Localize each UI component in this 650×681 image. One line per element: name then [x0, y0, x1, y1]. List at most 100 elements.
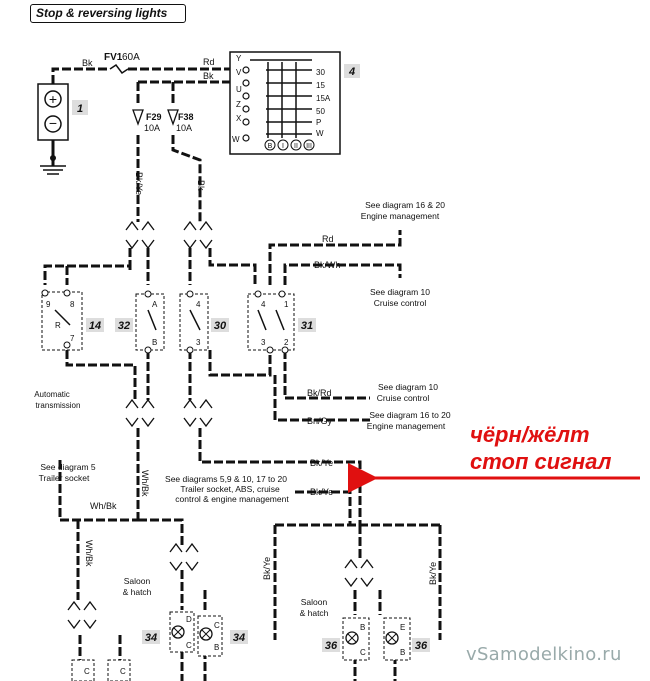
pin-partial-c2: C [120, 667, 126, 676]
note-cruise-a-1: See diagram 10 [370, 287, 430, 297]
sw-left-5: W [232, 135, 240, 144]
pin-34-c2: C [214, 621, 220, 630]
pin-31-1: 1 [284, 300, 289, 309]
switch-14 [41, 289, 83, 351]
wire-wh-bk-3: Wh/Bk [84, 540, 94, 567]
sw-pos-2: II [294, 143, 298, 150]
pin-36-e: E [400, 623, 405, 632]
pin-36-b2: B [400, 648, 405, 657]
f38-id: F38 [178, 112, 194, 122]
pin-partial-c1: C [84, 667, 90, 676]
pin-36-c: C [360, 648, 366, 657]
negative-terminal-icon [44, 115, 62, 133]
note-cruise-b-2: Cruise control [377, 393, 430, 403]
wire-bk-2: Bk [203, 71, 214, 81]
note-multi-1: See diagrams 5,9 & 10, 17 to 20 [165, 474, 287, 484]
lamp-36-ref-a: 36 [325, 640, 338, 652]
wire-bk-ye-4: Bk/Ye [262, 557, 272, 580]
wiring-harness [43, 67, 442, 681]
note-saloon-36-2: & hatch [300, 608, 329, 618]
sw-right-1: 15 [316, 81, 325, 90]
note-engine-mgmt-bottom-2: Engine management [367, 421, 446, 431]
sw-right-2: 15A [316, 94, 331, 103]
fuse-fv1-icon [109, 63, 129, 75]
pin-34-b: B [214, 643, 219, 652]
annotation-line-2: стоп сигнал [470, 449, 612, 474]
svg-text:+: + [49, 91, 57, 107]
sw-left-3: Z [236, 100, 241, 109]
pin-14-9: 9 [46, 300, 51, 309]
pin-34-c: C [186, 641, 192, 650]
sw-left-1: V [236, 68, 242, 77]
diagram-title: Stop & reversing lights [36, 6, 168, 20]
pin-30-4: 4 [196, 300, 201, 309]
pin-31-3: 3 [261, 338, 266, 347]
pin-32-a: A [152, 300, 158, 309]
note-multi-3: control & engine management [175, 494, 289, 504]
lamp-partial-left [71, 659, 131, 681]
pin-31-2: 2 [284, 338, 289, 347]
note-auto-trans-2: transmission [36, 401, 81, 410]
sw-left-4: X [236, 114, 242, 123]
wire-wh-bk-2: Wh/Bk [140, 470, 150, 497]
note-saloon-34-1: Saloon [124, 576, 151, 586]
wire-bk-ye-1: Bk/Ye [134, 172, 144, 195]
sw-pos-3: III [306, 143, 312, 150]
lamp-34-ref-a: 34 [145, 632, 157, 644]
title-frame [30, 4, 186, 23]
f38-rating: 10A [176, 123, 192, 133]
switch-30-ref: 30 [214, 320, 227, 332]
switch-ref: 4 [348, 66, 355, 78]
note-multi-2: Trailer socket, ABS, cruise [180, 484, 280, 494]
switch-31-ref: 31 [301, 320, 313, 332]
pin-30-3: 3 [196, 338, 201, 347]
note-saloon-36-1: Saloon [301, 597, 328, 607]
fv1-id: FV1 [104, 52, 123, 63]
lamp-36-left [342, 617, 370, 661]
note-trailer-2: Trailer socket [39, 473, 90, 483]
lamp-34-left [169, 611, 195, 653]
note-cruise-b-1: See diagram 10 [378, 382, 438, 392]
lamp-34-right [197, 615, 223, 657]
fuse-f38-icon [167, 109, 179, 126]
f29-rating: 10A [144, 123, 160, 133]
fv1-rating: 60A [122, 52, 140, 63]
pin-31-4: 4 [261, 300, 266, 309]
note-saloon-34-2: & hatch [123, 587, 152, 597]
wire-bn-gy: Bn/Gy [307, 416, 333, 426]
wire-bk-ye-3: Bk/Ye [310, 487, 333, 497]
annotation-line-1: чёрн/жёлт [470, 422, 590, 447]
pin-34-d: D [186, 615, 192, 624]
wire-rd-2: Rd [322, 234, 334, 244]
wire-bk-wh: Bk/Wh [314, 260, 341, 270]
wire-rd-1: Rd [203, 57, 215, 67]
note-auto-trans-1: Automatic [34, 390, 70, 399]
switch-14-ref: 14 [89, 320, 101, 332]
note-engine-mgmt-bottom-1: See diagram 16 to 20 [369, 410, 451, 420]
pin-14-r: R [55, 321, 61, 330]
connector-icons [67, 220, 374, 630]
lamp-36-right [383, 617, 411, 661]
lamp-36-ref-b: 36 [415, 640, 428, 652]
battery: + − [37, 83, 69, 175]
note-engine-mgmt-top-1: See diagram 16 & 20 [365, 200, 445, 210]
sw-left-0: Y [236, 54, 242, 63]
sw-right-3: 50 [316, 107, 325, 116]
switch-30 [179, 290, 209, 354]
pin-32-b: B [152, 338, 157, 347]
svg-text:−: − [49, 115, 57, 131]
fuse-f29-icon [132, 109, 144, 126]
ignition-switch [229, 51, 341, 155]
switch-32 [135, 290, 165, 354]
sw-left-2: U [236, 85, 242, 94]
sw-pos-1: I [282, 143, 284, 150]
f29-id: F29 [146, 112, 162, 122]
wire-bk-1: Bk [82, 58, 93, 68]
wire-bk-3: Bk [196, 180, 206, 191]
wire-bk-ye-2: Bk/Ye [310, 458, 333, 468]
sw-pos-0: B [268, 143, 273, 150]
positive-terminal-icon [44, 90, 62, 108]
wire-bk-rd: Bk/Rd [307, 388, 332, 398]
lamp-34-ref-b: 34 [233, 632, 245, 644]
